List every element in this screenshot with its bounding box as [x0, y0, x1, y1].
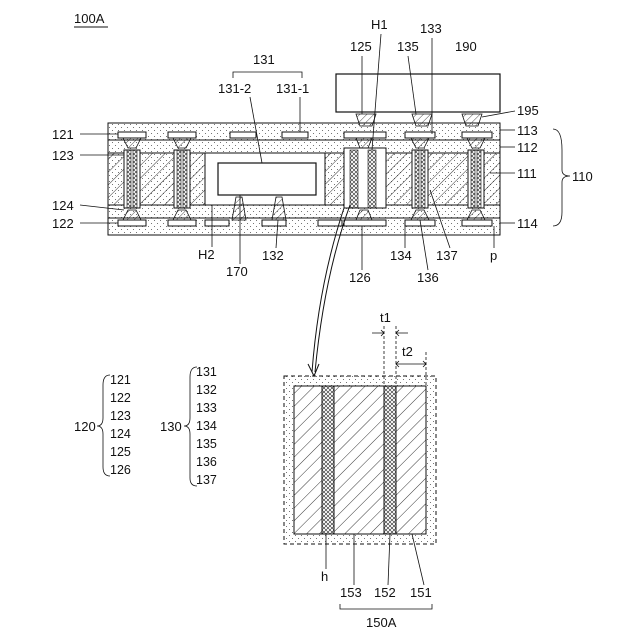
svg-text:151: 151	[410, 585, 432, 600]
svg-text:125: 125	[350, 39, 372, 54]
svg-text:136: 136	[417, 270, 439, 285]
svg-text:135: 135	[196, 437, 217, 451]
component-170	[218, 163, 316, 195]
svg-text:135: 135	[397, 39, 419, 54]
svg-text:152: 152	[374, 585, 396, 600]
svg-text:H1: H1	[371, 17, 388, 32]
svg-text:t2: t2	[402, 344, 413, 359]
svg-text:125: 125	[110, 445, 131, 459]
svg-text:h: h	[321, 569, 328, 584]
svg-text:131: 131	[196, 365, 217, 379]
svg-text:131: 131	[253, 52, 275, 67]
svg-text:t1: t1	[380, 310, 391, 325]
svg-text:132: 132	[262, 248, 284, 263]
svg-text:137: 137	[436, 248, 458, 263]
svg-text:124: 124	[110, 427, 131, 441]
svg-text:134: 134	[196, 419, 217, 433]
svg-text:132: 132	[196, 383, 217, 397]
svg-text:114: 114	[517, 216, 538, 231]
svg-text:195: 195	[517, 103, 539, 118]
legend-120: 120 121 122 123 124 125 126	[74, 373, 131, 477]
svg-text:131-1: 131-1	[276, 81, 309, 96]
svg-text:111: 111	[517, 166, 537, 181]
svg-text:123: 123	[110, 409, 131, 423]
svg-text:136: 136	[196, 455, 217, 469]
svg-text:121: 121	[52, 127, 74, 142]
svg-text:137: 137	[196, 473, 217, 487]
svg-text:120: 120	[74, 419, 96, 434]
svg-text:124: 124	[52, 198, 74, 213]
svg-text:170: 170	[226, 264, 248, 279]
svg-text:p: p	[490, 248, 497, 263]
component-190	[336, 74, 500, 112]
legend-130: 130 131 132 133 134 135 136 137	[160, 365, 217, 487]
svg-text:153: 153	[340, 585, 362, 600]
svg-text:113: 113	[517, 123, 538, 138]
svg-text:131-2: 131-2	[218, 81, 251, 96]
svg-text:133: 133	[196, 401, 217, 415]
svg-text:150A: 150A	[366, 615, 397, 630]
svg-text:123: 123	[52, 148, 74, 163]
svg-text:122: 122	[52, 216, 74, 231]
svg-text:110: 110	[572, 169, 593, 184]
svg-text:H2: H2	[198, 247, 215, 262]
detail-150A: t1 t2 h 153 152 151 150A	[284, 310, 436, 630]
svg-text:126: 126	[110, 463, 131, 477]
svg-text:126: 126	[349, 270, 371, 285]
svg-text:134: 134	[390, 248, 412, 263]
svg-text:112: 112	[517, 140, 538, 155]
svg-text:121: 121	[110, 373, 131, 387]
substrate-110	[108, 114, 500, 235]
svg-text:130: 130	[160, 419, 182, 434]
svg-text:122: 122	[110, 391, 131, 405]
svg-text:133: 133	[420, 21, 442, 36]
figure-title: 100A	[74, 11, 105, 26]
svg-text:190: 190	[455, 39, 477, 54]
